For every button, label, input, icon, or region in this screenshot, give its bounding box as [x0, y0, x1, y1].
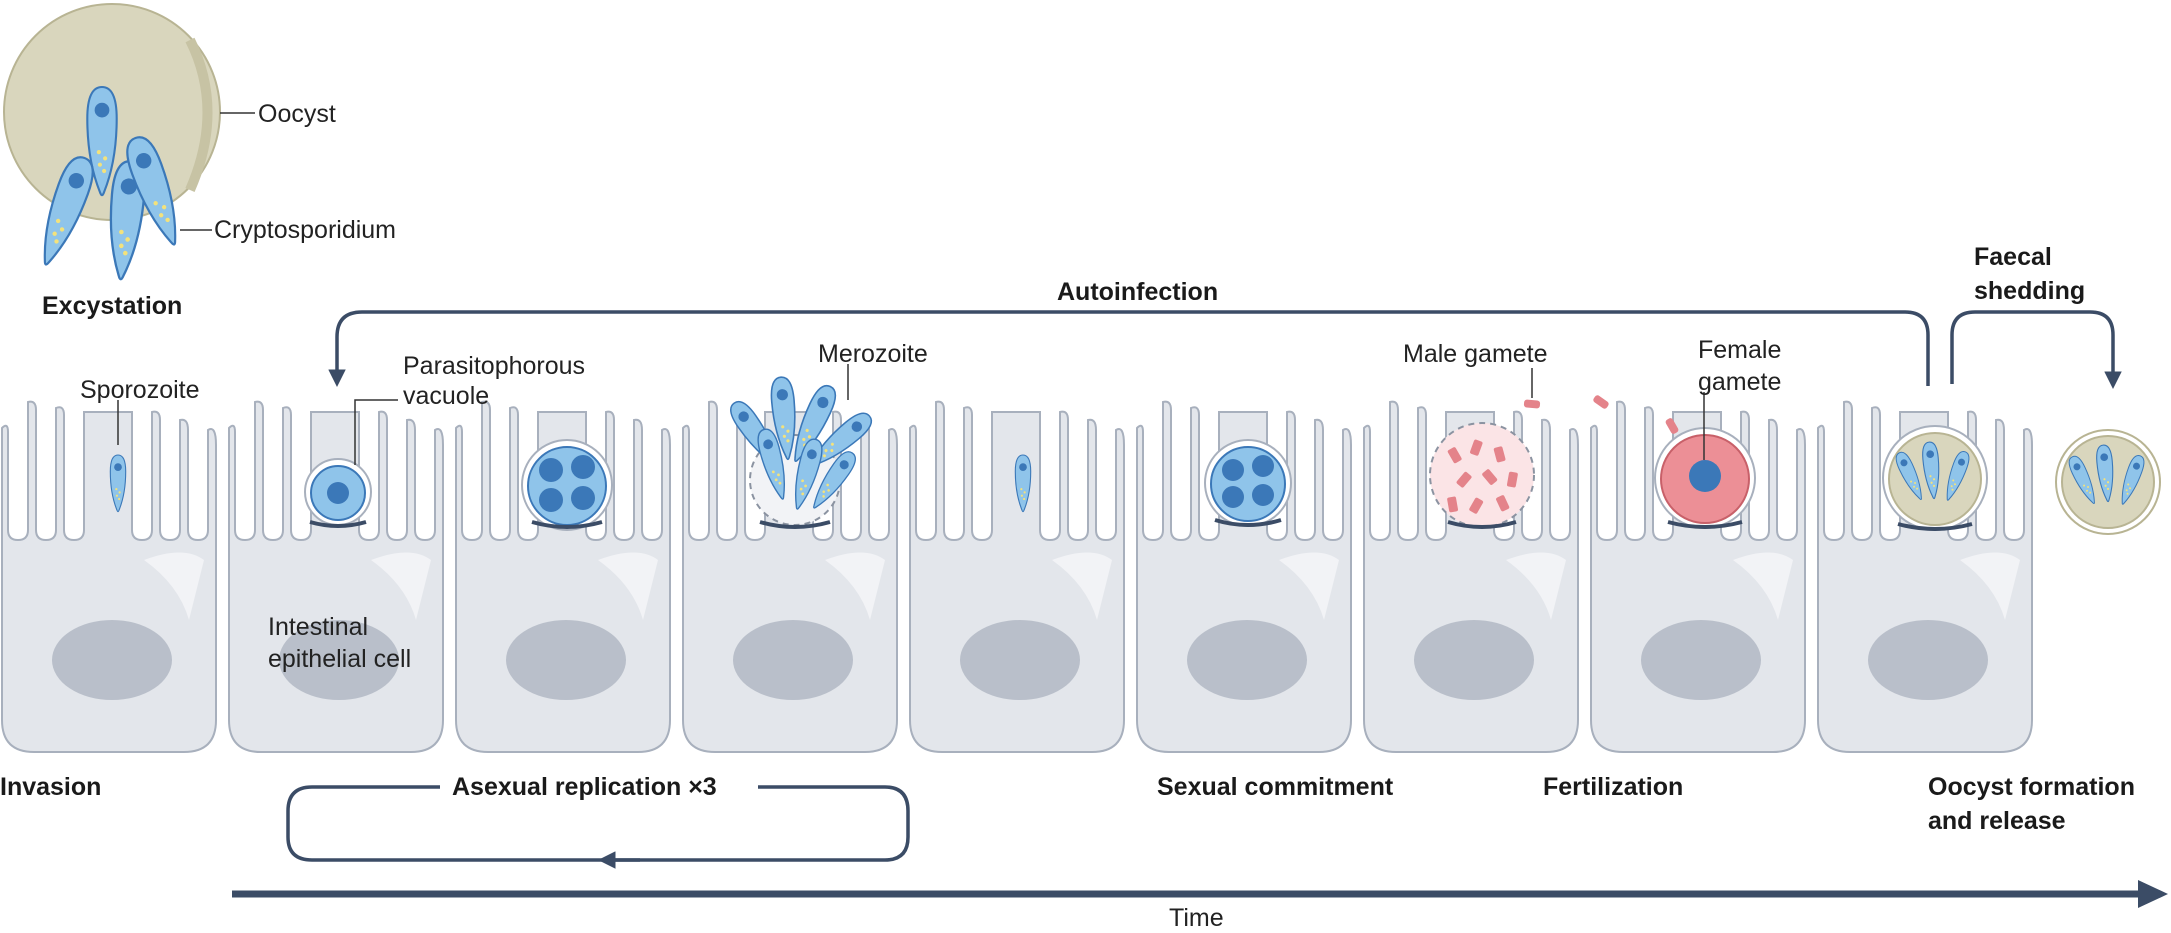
sporozoite-label: Sporozoite [80, 376, 200, 404]
released-oocyst [2055, 429, 2161, 535]
female-gamete-label-line2: gamete [1698, 368, 1781, 396]
free-male-gamete-2 [1593, 395, 1609, 409]
epithelial-cell-2 [228, 400, 444, 753]
female-gamete [1654, 427, 1756, 529]
oocyst-forming [1882, 425, 1988, 531]
time-label: Time [1169, 904, 1224, 932]
excystation-oocyst [3, 3, 221, 282]
faecal-shedding-arrow [1950, 310, 2122, 389]
asexual-replication-label: Asexual replication ×3 [452, 773, 717, 801]
cryptosporidium-label: Cryptosporidium [214, 216, 396, 244]
time-axis-arrowhead [2138, 880, 2168, 908]
oocyst-formation-label-line1: Oocyst formation [1928, 773, 2135, 801]
sexual-commitment-label: Sexual commitment [1157, 773, 1394, 801]
parasitophorous-vacuole [304, 458, 372, 528]
epithelial-label-line1: Intestinal [268, 613, 368, 641]
parasitophorous-label-line1: Parasitophorous [403, 352, 585, 380]
female-gamete-label-line1: Female [1698, 336, 1781, 364]
microgamont [1429, 422, 1535, 529]
excystation-label: Excystation [42, 292, 182, 320]
faecal-shedding-label-line1: Faecal [1974, 243, 2052, 271]
epithelial-cell-5 [909, 400, 1125, 753]
sexual-commitment-meront [1204, 439, 1292, 527]
meront [521, 439, 613, 531]
faecal-shedding-label-line2: shedding [1974, 277, 2085, 305]
merozoite-label: Merozoite [818, 340, 928, 368]
parasitophorous-label-line2: vacuole [403, 382, 489, 410]
autoinfection-arrow [328, 310, 1930, 387]
invasion-label: Invasion [0, 773, 101, 801]
epithelial-label-line2: epithelial cell [268, 645, 411, 673]
oocyst-formation-label-line2: and release [1928, 807, 2066, 835]
parasitophorous-leader [354, 399, 398, 465]
autoinfection-label: Autoinfection [1057, 278, 1218, 306]
male-gamete-label: Male gamete [1403, 340, 1548, 368]
free-male-gamete-3 [1665, 418, 1679, 434]
merozoite-release [724, 375, 877, 529]
free-male-gamete-1 [1523, 399, 1541, 409]
oocyst-label: Oocyst [258, 100, 336, 128]
fertilization-label: Fertilization [1543, 773, 1683, 801]
epithelial-cell-1 [1, 400, 217, 753]
